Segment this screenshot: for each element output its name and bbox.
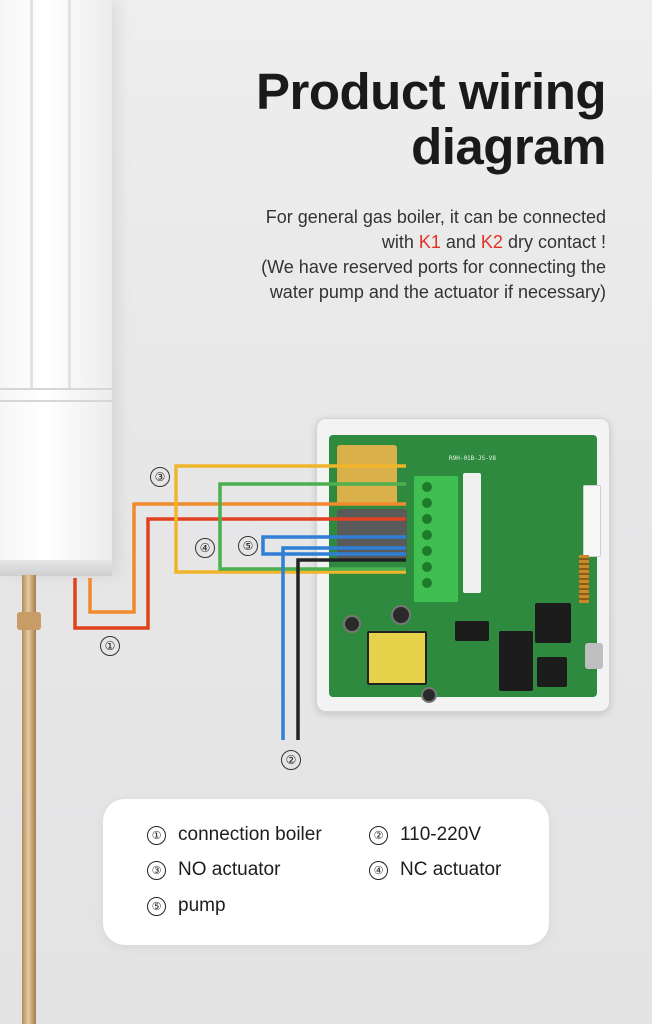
subtitle-line-4: water pump and the actuator if necessary… <box>269 282 606 302</box>
legend-label: NC actuator <box>400 859 502 880</box>
terminal-screw <box>422 578 432 588</box>
legend-item-pump: ⑤ pump <box>147 895 226 917</box>
pcb-label: R9H-01B-JS-V8 <box>449 455 496 462</box>
marker-4: ④ <box>195 538 215 558</box>
subtitle-line-1: For general gas boiler, it can be connec… <box>265 207 606 227</box>
terminal-screw <box>422 514 432 524</box>
terminal-screw <box>422 498 432 508</box>
capacitor <box>343 615 361 633</box>
legend-panel: ① connection boiler ② 110-220V ③ NO actu… <box>103 799 549 945</box>
mcu-chip <box>537 657 567 687</box>
legend-label: 110-220V <box>400 824 481 845</box>
thermostat-board-housing: R9H-01B-JS-V8 <box>316 418 610 712</box>
legend-number: ③ <box>147 860 166 880</box>
subtitle-text: with <box>381 232 419 252</box>
legend-number: ⑤ <box>147 896 166 916</box>
legend-label: connection boiler <box>178 824 322 845</box>
title-line-2: diagram <box>411 118 606 175</box>
legend-label: pump <box>178 895 226 916</box>
legend-number: ① <box>147 825 166 845</box>
wifi-module <box>535 603 571 643</box>
boiler-bottom <box>0 560 112 576</box>
legend-item-connection-boiler: ① connection boiler <box>147 824 322 846</box>
boiler-ridge <box>30 0 33 390</box>
ic-chip <box>455 621 489 641</box>
marker-1: ① <box>100 636 120 656</box>
legend-number: ② <box>369 825 388 845</box>
gas-pipe <box>22 575 36 1024</box>
legend-item-power: ② 110-220V <box>369 824 481 846</box>
title-line-1: Product wiring <box>256 63 607 120</box>
page-title: Product wiring diagram <box>186 63 607 175</box>
boiler-seam <box>0 388 112 390</box>
relay-socket <box>499 631 533 691</box>
subtitle-line-3: (We have reserved ports for connecting t… <box>261 257 606 277</box>
power-transformer <box>367 631 427 685</box>
terminal-screw <box>422 482 432 492</box>
terminal-screw <box>422 546 432 556</box>
antenna-coil <box>579 555 589 603</box>
gas-boiler <box>0 0 112 576</box>
legend-item-no-actuator: ③ NO actuator <box>147 859 280 881</box>
pcb: R9H-01B-JS-V8 <box>329 435 603 703</box>
relay-component <box>337 445 397 505</box>
k2-highlight: K2 <box>480 232 503 252</box>
terminal-block <box>413 475 459 603</box>
relay-component <box>337 509 407 559</box>
white-connector <box>583 485 601 557</box>
marker-3: ③ <box>150 467 170 487</box>
subtitle-text: dry contact ! <box>502 232 606 252</box>
boiler-seam <box>0 400 112 402</box>
boiler-ridge <box>68 0 71 390</box>
capacitor <box>391 605 411 625</box>
subtitle: For general gas boiler, it can be connec… <box>186 205 606 305</box>
subtitle-line-2: with K1 and K2 dry contact ! <box>186 230 606 255</box>
usb-port <box>585 643 603 669</box>
legend-number: ④ <box>369 860 388 880</box>
pcb-slot <box>463 473 481 593</box>
k1-highlight: K1 <box>418 232 441 252</box>
legend-label: NO actuator <box>178 859 281 880</box>
legend-item-nc-actuator: ④ NC actuator <box>369 859 501 881</box>
terminal-screw <box>422 530 432 540</box>
marker-5: ⑤ <box>238 536 258 556</box>
capacitor <box>421 687 437 703</box>
subtitle-text: and <box>440 232 481 252</box>
marker-2: ② <box>281 750 301 770</box>
terminal-screw <box>422 562 432 572</box>
gas-valve <box>17 612 41 630</box>
